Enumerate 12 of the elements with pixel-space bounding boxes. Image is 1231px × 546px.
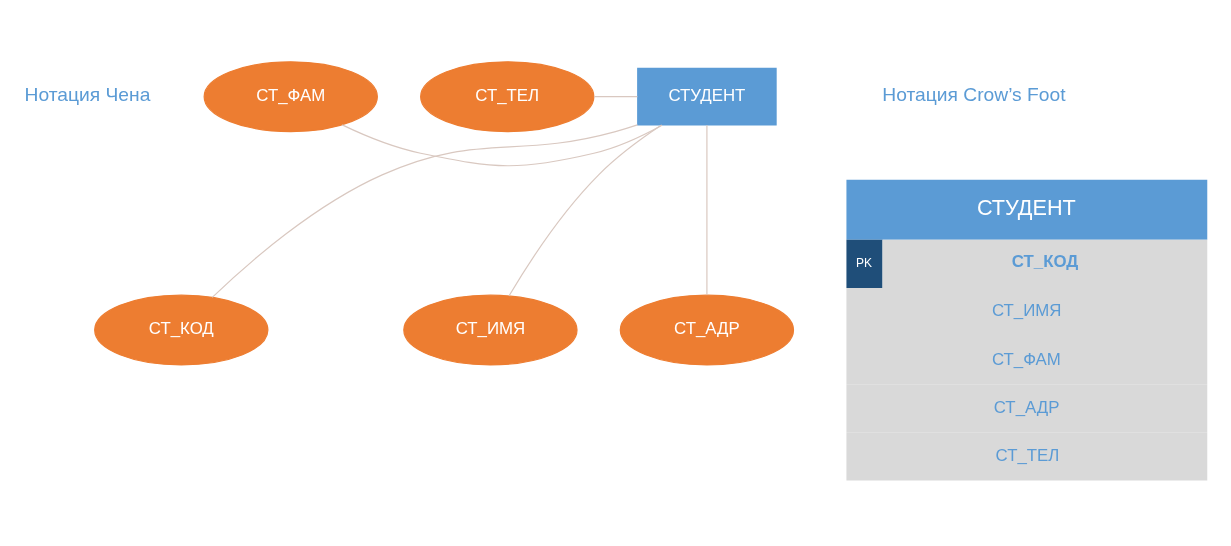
node-ellipse: СТ_ИМЯ (403, 294, 578, 365)
connector (341, 123, 663, 166)
label: Нотация Crow’s Foot (882, 83, 1066, 105)
node-ellipse: СТ_ФАМ (203, 60, 378, 132)
node-ellipse: СТ_ТЕЛ (420, 60, 595, 132)
label: Нотация Чена (24, 83, 151, 105)
connector (593, 95, 638, 97)
connector (706, 124, 708, 295)
node-ellipse: СТ_АДР (619, 294, 795, 365)
node-box: СТУДЕНТ (637, 67, 777, 126)
node-ellipse: СТ_КОД (94, 294, 269, 365)
connector (211, 123, 639, 298)
